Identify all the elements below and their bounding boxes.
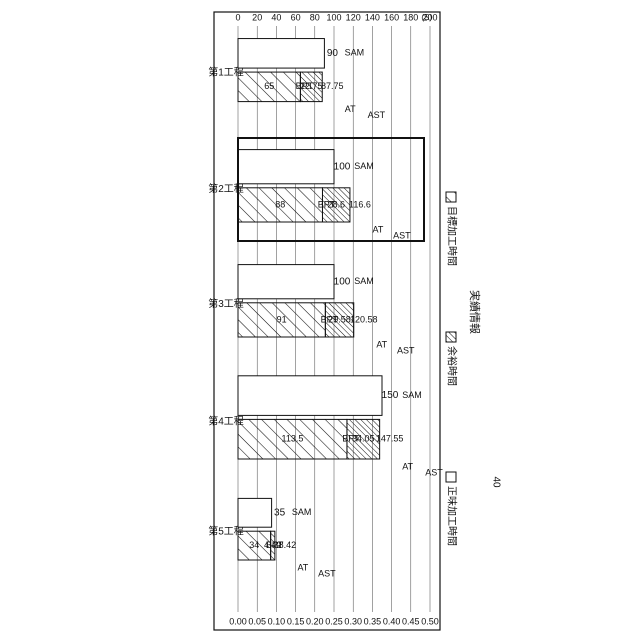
ast-tag: AST (397, 345, 415, 355)
sam-bar (238, 376, 382, 416)
y-tick-label: 20 (252, 12, 262, 22)
sam-tag: SAM (292, 507, 312, 517)
sam-value: 100 (334, 161, 351, 172)
sam-value: 90 (327, 48, 339, 59)
at-tag: AT (345, 104, 356, 114)
at-tag: AT (402, 461, 413, 471)
sam-tag: SAM (354, 276, 374, 286)
sam-value: 100 (334, 276, 351, 287)
legend-label: 余裕時間 (445, 346, 458, 386)
y-tick-label: 80 (310, 12, 320, 22)
bpt-tag: BPT (318, 199, 336, 209)
ast-tag: AST (368, 110, 386, 120)
y2-tick-label: 0.00 (229, 616, 247, 626)
ast-tag: AST (425, 467, 443, 477)
sam-value: 150 (382, 390, 399, 401)
y-tick-label: 40 (271, 12, 281, 22)
at-value: 120.58 (350, 314, 378, 324)
legend-swatch (446, 192, 456, 202)
sam-tag: SAM (345, 48, 365, 58)
bpt-tag: BPT (266, 540, 284, 550)
y-tick-label: 180 (403, 12, 418, 22)
chart-title: 実績情報 (468, 290, 482, 334)
sam-tag: SAM (354, 161, 374, 171)
y2-tick-label: 0.50 (421, 616, 439, 626)
sam-bar (238, 150, 334, 184)
figure-ref: 40 (490, 476, 501, 488)
y-tick-label: 120 (346, 12, 361, 22)
y2-tick-label: 0.45 (402, 616, 420, 626)
ast-tag: AST (393, 230, 411, 240)
y-tick-label: 0 (235, 12, 240, 22)
legend-label: 正味加工時間 (445, 486, 457, 546)
sam-bar (238, 498, 272, 527)
at-value: 87.75 (321, 81, 344, 91)
y-unit-label: (S) (421, 13, 432, 22)
bpt-value: 34 (249, 540, 259, 550)
at-value: 116.6 (349, 199, 371, 209)
sam-bar (238, 39, 324, 69)
y-tick-label: 140 (365, 12, 380, 22)
y-tick-label: 100 (326, 12, 341, 22)
y2-tick-label: 0.35 (364, 616, 382, 626)
bpt-value: 113.5 (282, 434, 304, 444)
y2-tick-label: 0.20 (306, 616, 324, 626)
y2-tick-label: 0.25 (325, 616, 343, 626)
sam-tag: SAM (402, 390, 422, 400)
ast-tag: AST (318, 568, 336, 578)
bpt-tag: BPT (342, 434, 360, 444)
y2-tick-label: 0.05 (248, 616, 266, 626)
y2-tick-label: 0.15 (287, 616, 305, 626)
bpt-value: 91 (277, 314, 287, 324)
bpt-tag: BPT (296, 81, 314, 91)
sam-value: 35 (274, 507, 286, 518)
at-value: 147.55 (376, 434, 404, 444)
y2-tick-label: 0.40 (383, 616, 401, 626)
at-tag: AT (297, 562, 308, 572)
bpt-tag: BPT (321, 314, 339, 324)
bpt-value: 65 (264, 81, 274, 91)
chart-inner: 020406080100120140160180200(S)0.000.050.… (208, 12, 501, 626)
at-tag: AT (376, 339, 387, 349)
y-tick-label: 160 (384, 12, 399, 22)
legend-swatch (446, 472, 456, 482)
y2-tick-label: 0.10 (268, 616, 286, 626)
legend-swatch (446, 332, 456, 342)
y2-tick-label: 0.30 (344, 616, 362, 626)
sam-bar (238, 265, 334, 299)
at-tag: AT (373, 224, 384, 234)
y-tick-label: 60 (291, 12, 301, 22)
legend-label: 目標加工時間 (445, 206, 458, 266)
bpt-value: 88 (275, 199, 285, 209)
